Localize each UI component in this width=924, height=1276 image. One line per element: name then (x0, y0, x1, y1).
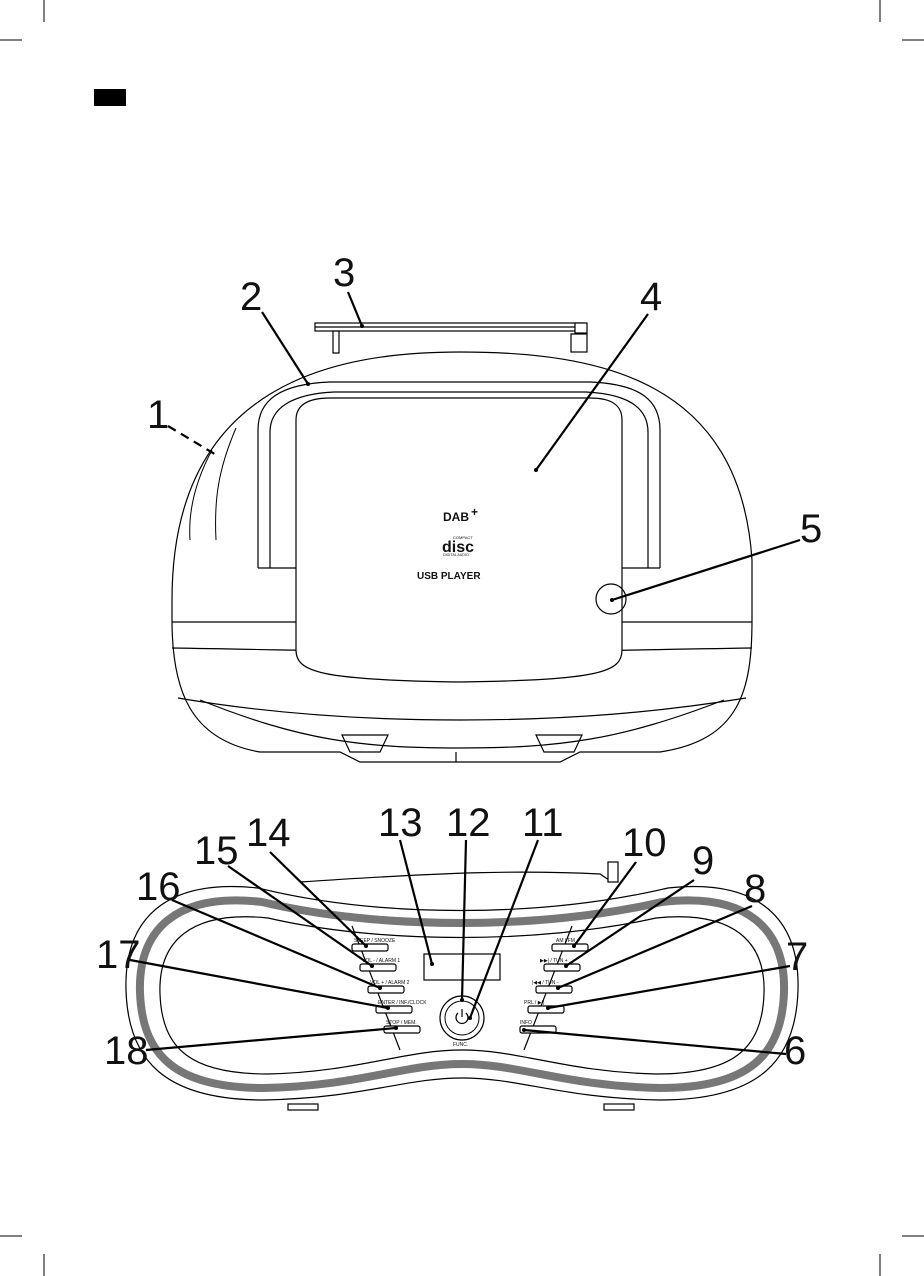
callout-5: 5 (800, 507, 822, 551)
dab-logo: DAB (443, 510, 469, 524)
label-info: INFO (520, 1020, 532, 1026)
button-next (544, 964, 580, 971)
callout-17: 17 (96, 933, 141, 977)
label-am-fm: AM / FM (556, 938, 575, 944)
callout-6: 6 (784, 1029, 806, 1073)
callout-15: 15 (194, 829, 239, 873)
button-am-fm (552, 944, 588, 951)
power-button (440, 996, 484, 1040)
button-prev (536, 986, 572, 993)
button-sleep (352, 944, 388, 951)
label-enter: ENTER / INF./CLOCK (378, 1000, 427, 1006)
label-stop: STOP / MEM. (386, 1020, 417, 1026)
label-prev: |◀◀ / TUN - (532, 980, 559, 986)
callout-12: 12 (446, 801, 491, 845)
label-func: FUNC. (453, 1042, 468, 1048)
callout-4: 4 (640, 275, 662, 319)
callout-18: 18 (104, 1029, 149, 1073)
label-play: PRL / ▶|| (524, 1000, 544, 1006)
language-tab (94, 89, 126, 106)
callout-1: 1 (147, 393, 169, 437)
callout-2: 2 (240, 275, 262, 319)
label-next: ▶▶| / TUN + (540, 958, 568, 964)
callout-3: 3 (333, 251, 355, 295)
callout-13: 13 (378, 801, 423, 845)
callout-11: 11 (522, 801, 564, 845)
callout-10: 10 (622, 821, 667, 865)
callout-9: 9 (692, 839, 714, 883)
callout-16: 16 (136, 865, 181, 909)
callout-14: 14 (246, 811, 291, 855)
button-vol-down (360, 964, 396, 971)
callout-7: 7 (786, 935, 808, 979)
callout-8: 8 (744, 867, 766, 911)
usb-player-label: USB PLAYER (417, 571, 481, 582)
disc-logo-sub: DIGITAL AUDIO (443, 553, 469, 557)
button-vol-up (368, 986, 404, 993)
antenna (315, 323, 587, 353)
dab-plus: + (471, 505, 478, 519)
